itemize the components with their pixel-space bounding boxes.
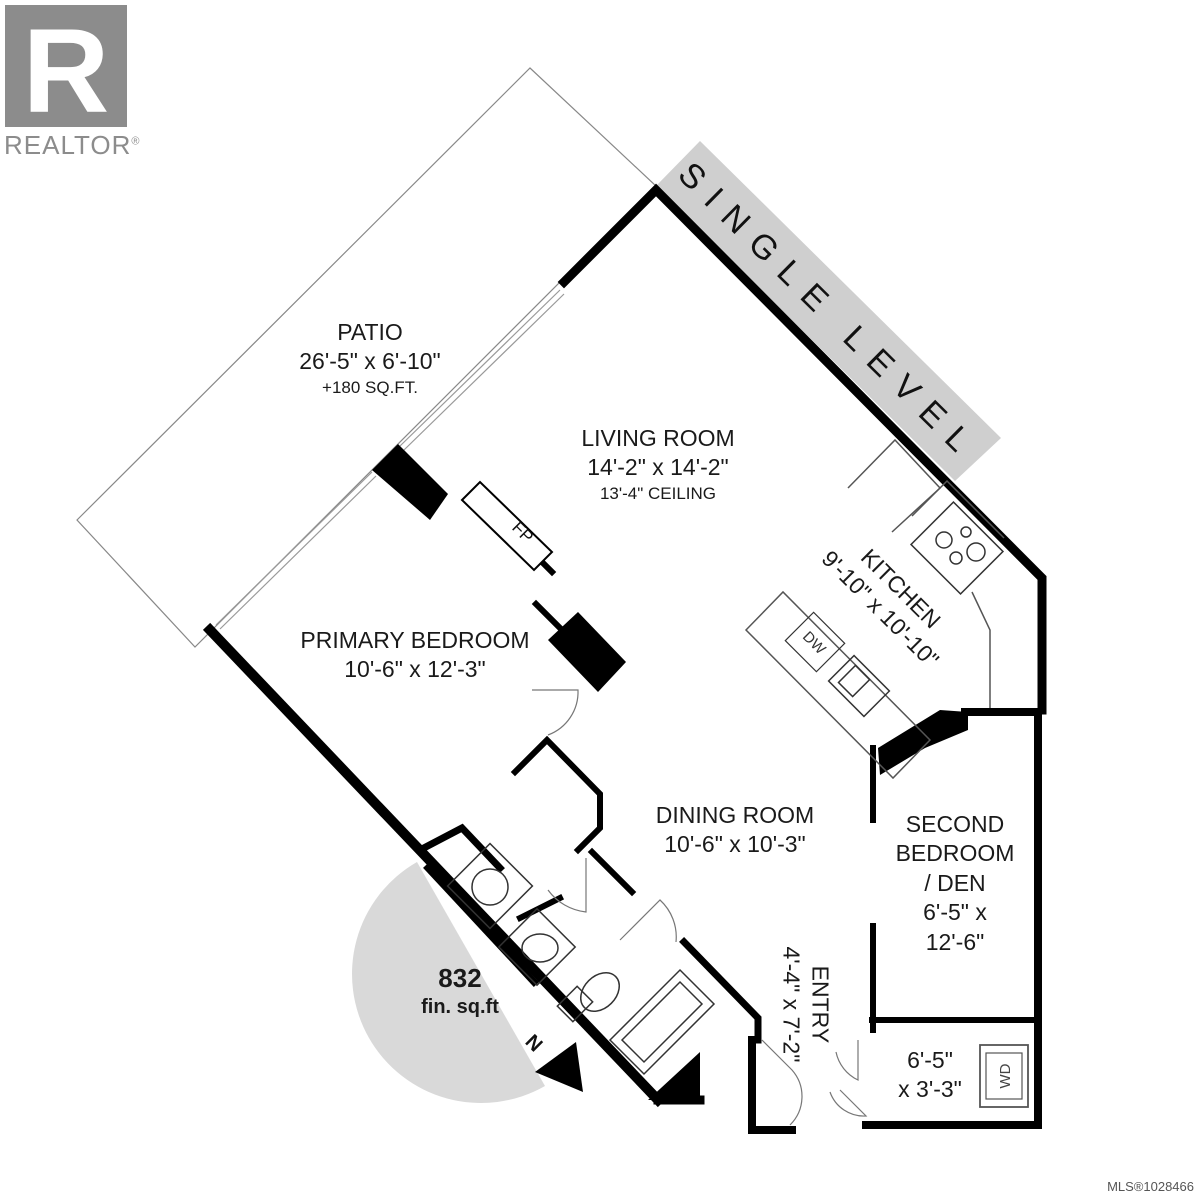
realtor-wordmark: REALTOR® bbox=[4, 130, 141, 160]
svg-text:R: R bbox=[23, 4, 110, 138]
area-badge bbox=[352, 862, 545, 1103]
patio-label: PATIO 26'-5" x 6'-10" +180 SQ.FT. bbox=[299, 319, 441, 397]
washer-dryer-icon: WD bbox=[979, 1044, 1029, 1108]
patio-windows bbox=[215, 289, 565, 630]
realtor-logo-icon: R bbox=[5, 4, 127, 138]
fireplace-icon: FP bbox=[460, 480, 554, 572]
kitchen-counter bbox=[847, 438, 1005, 708]
kitchen-island bbox=[744, 590, 932, 780]
second-bedroom-label: SECOND BEDROOM / DEN 6'-5" x 12'-6" bbox=[895, 811, 1015, 955]
laundry-label: 6'-5" x 3'-3" bbox=[898, 1047, 962, 1103]
svg-text:SINGLE LEVEL: SINGLE LEVEL bbox=[671, 155, 988, 469]
area-badge-label: 832 fin. sq.ft bbox=[421, 963, 499, 1019]
stove-icon bbox=[909, 500, 1005, 596]
dishwasher-icon: DW bbox=[784, 611, 846, 673]
svg-text:WD: WD bbox=[997, 1063, 1014, 1088]
entry-label: ENTRY 4'-4" x 7'-2" bbox=[778, 946, 834, 1063]
mls-number: MLS®1028466 bbox=[1107, 1179, 1194, 1194]
sink-icon bbox=[827, 654, 891, 718]
svg-text:N: N bbox=[522, 1029, 548, 1055]
svg-text:DW: DW bbox=[799, 628, 829, 658]
dining-room-label: DINING ROOM 10'-6" x 10'-3" bbox=[655, 802, 815, 858]
wall-columns bbox=[372, 444, 968, 1100]
living-room-label: LIVING ROOM 14'-2" x 14'-2" 13'-4" CEILI… bbox=[581, 425, 735, 503]
door-swings bbox=[532, 689, 868, 1126]
primary-bedroom-label: PRIMARY BEDROOM 10'-6" x 12'-3" bbox=[300, 627, 530, 683]
bathroom-fixtures bbox=[446, 842, 716, 1076]
